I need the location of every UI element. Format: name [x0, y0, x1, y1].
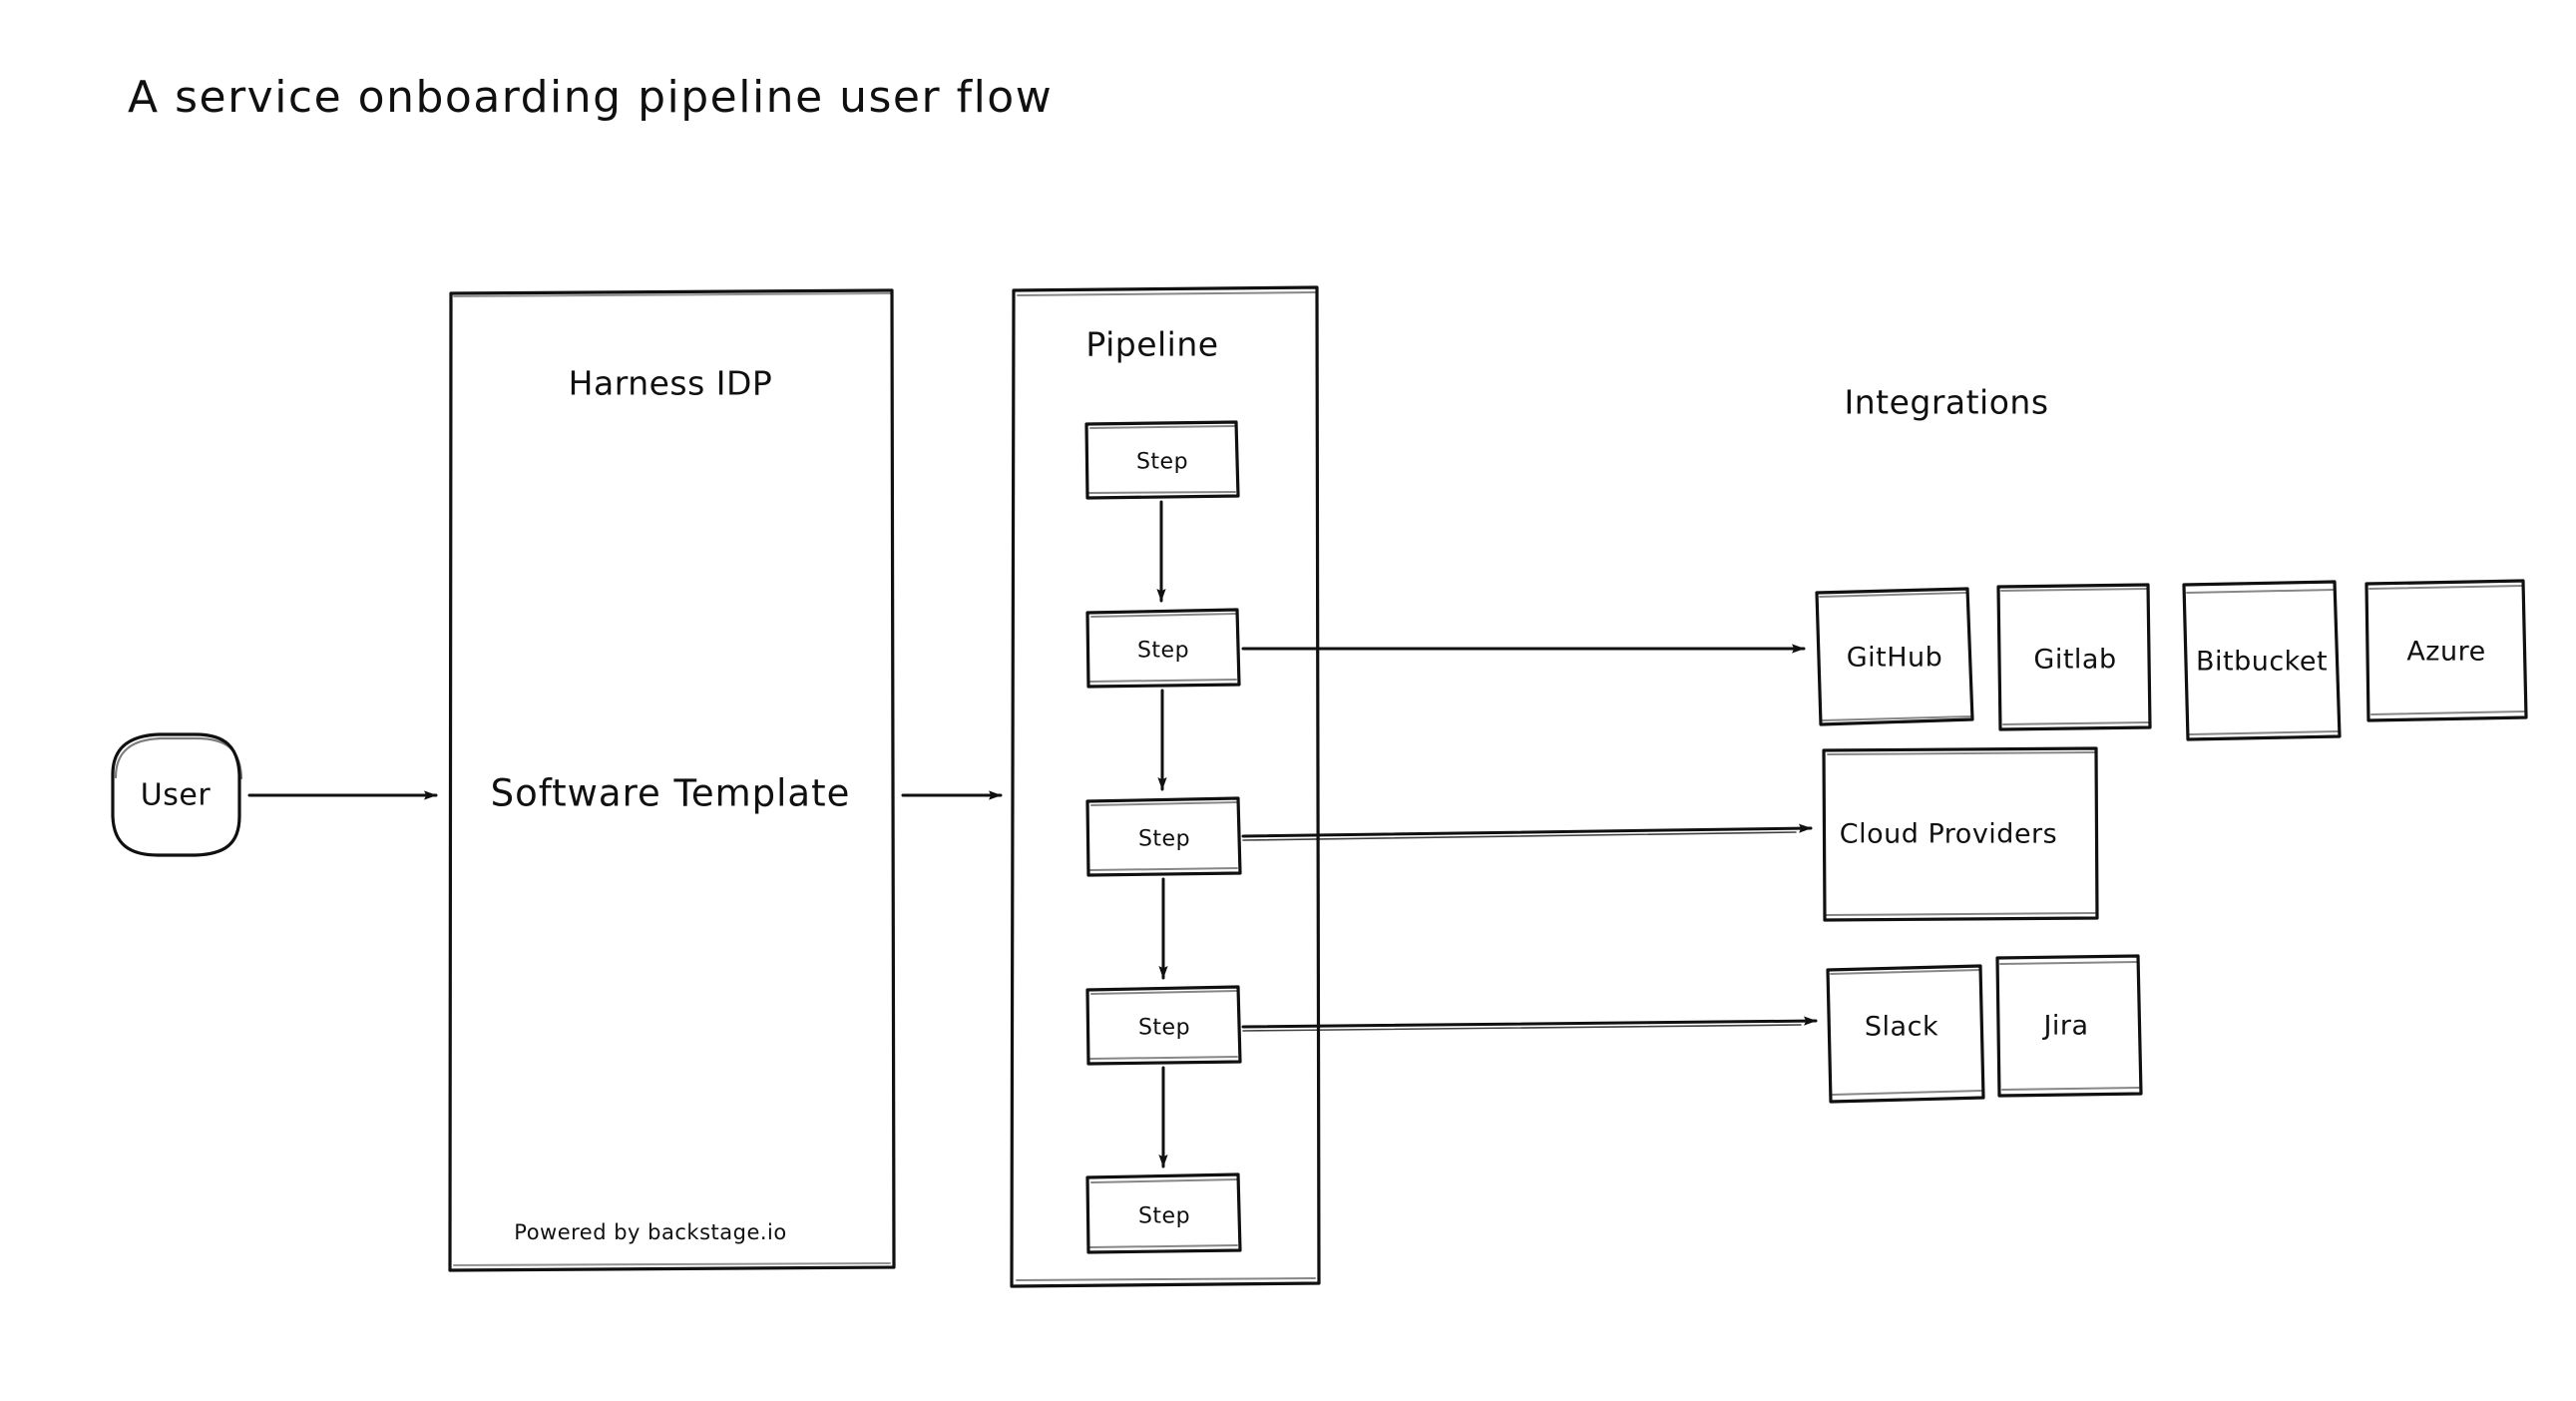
integration-gitlab-shape — [1996, 583, 2152, 731]
integration-slack-shape — [1826, 964, 1985, 1104]
user-node-shape — [111, 732, 243, 857]
pipeline-step-1-shape — [1084, 420, 1240, 500]
pipeline-step-2-label[interactable]: Step — [1136, 638, 1190, 664]
software-template-label[interactable]: Software Template — [490, 771, 851, 815]
integration-slack-label[interactable]: Slack — [1864, 1011, 1939, 1043]
pipeline-step-2-shape — [1085, 608, 1241, 689]
integration-github-label[interactable]: GitHub — [1846, 642, 1943, 674]
idp-panel-title: Harness IDP — [568, 363, 773, 403]
integration-azure-shape — [2364, 579, 2528, 722]
pipeline-panel-title: Pipeline — [1085, 324, 1219, 364]
integration-azure-label[interactable]: Azure — [2406, 636, 2486, 668]
pipeline-panel-shape — [1010, 285, 1321, 1288]
pipeline-step-5-shape — [1085, 1172, 1242, 1254]
integration-gitlab-label[interactable]: Gitlab — [2033, 644, 2117, 676]
pipeline-step-3-label[interactable]: Step — [1137, 826, 1191, 852]
pipeline-step-1-label[interactable]: Step — [1135, 449, 1189, 475]
integration-jira-label[interactable]: Jira — [2043, 1010, 2089, 1042]
integration-cloud-providers-label[interactable]: Cloud Providers — [1839, 818, 2058, 850]
integration-bitbucket-shape — [2182, 580, 2342, 741]
integration-cloud-providers-shape — [1822, 746, 2099, 922]
integration-bitbucket-label[interactable]: Bitbucket — [2195, 646, 2329, 678]
integration-jira-shape — [1995, 954, 2143, 1098]
pipeline-step-4-label[interactable]: Step — [1137, 1015, 1191, 1041]
pipeline-step-4-shape — [1085, 985, 1242, 1066]
pipeline-step-3-shape — [1085, 796, 1242, 877]
pipeline-step-5-label[interactable]: Step — [1137, 1203, 1191, 1229]
connector-step4-to-slack — [1241, 1016, 1818, 1032]
connector-step3-to-cloud-providers — [1241, 823, 1813, 841]
powered-by-backstage-label: Powered by backstage.io — [514, 1220, 787, 1244]
integrations-title: Integrations — [1844, 382, 2049, 422]
integration-github-shape — [1815, 587, 1974, 726]
page-title: A service onboarding pipeline user flow — [128, 72, 1054, 123]
idp-panel-shape — [448, 288, 896, 1272]
user-node-label[interactable]: User — [140, 777, 212, 813]
